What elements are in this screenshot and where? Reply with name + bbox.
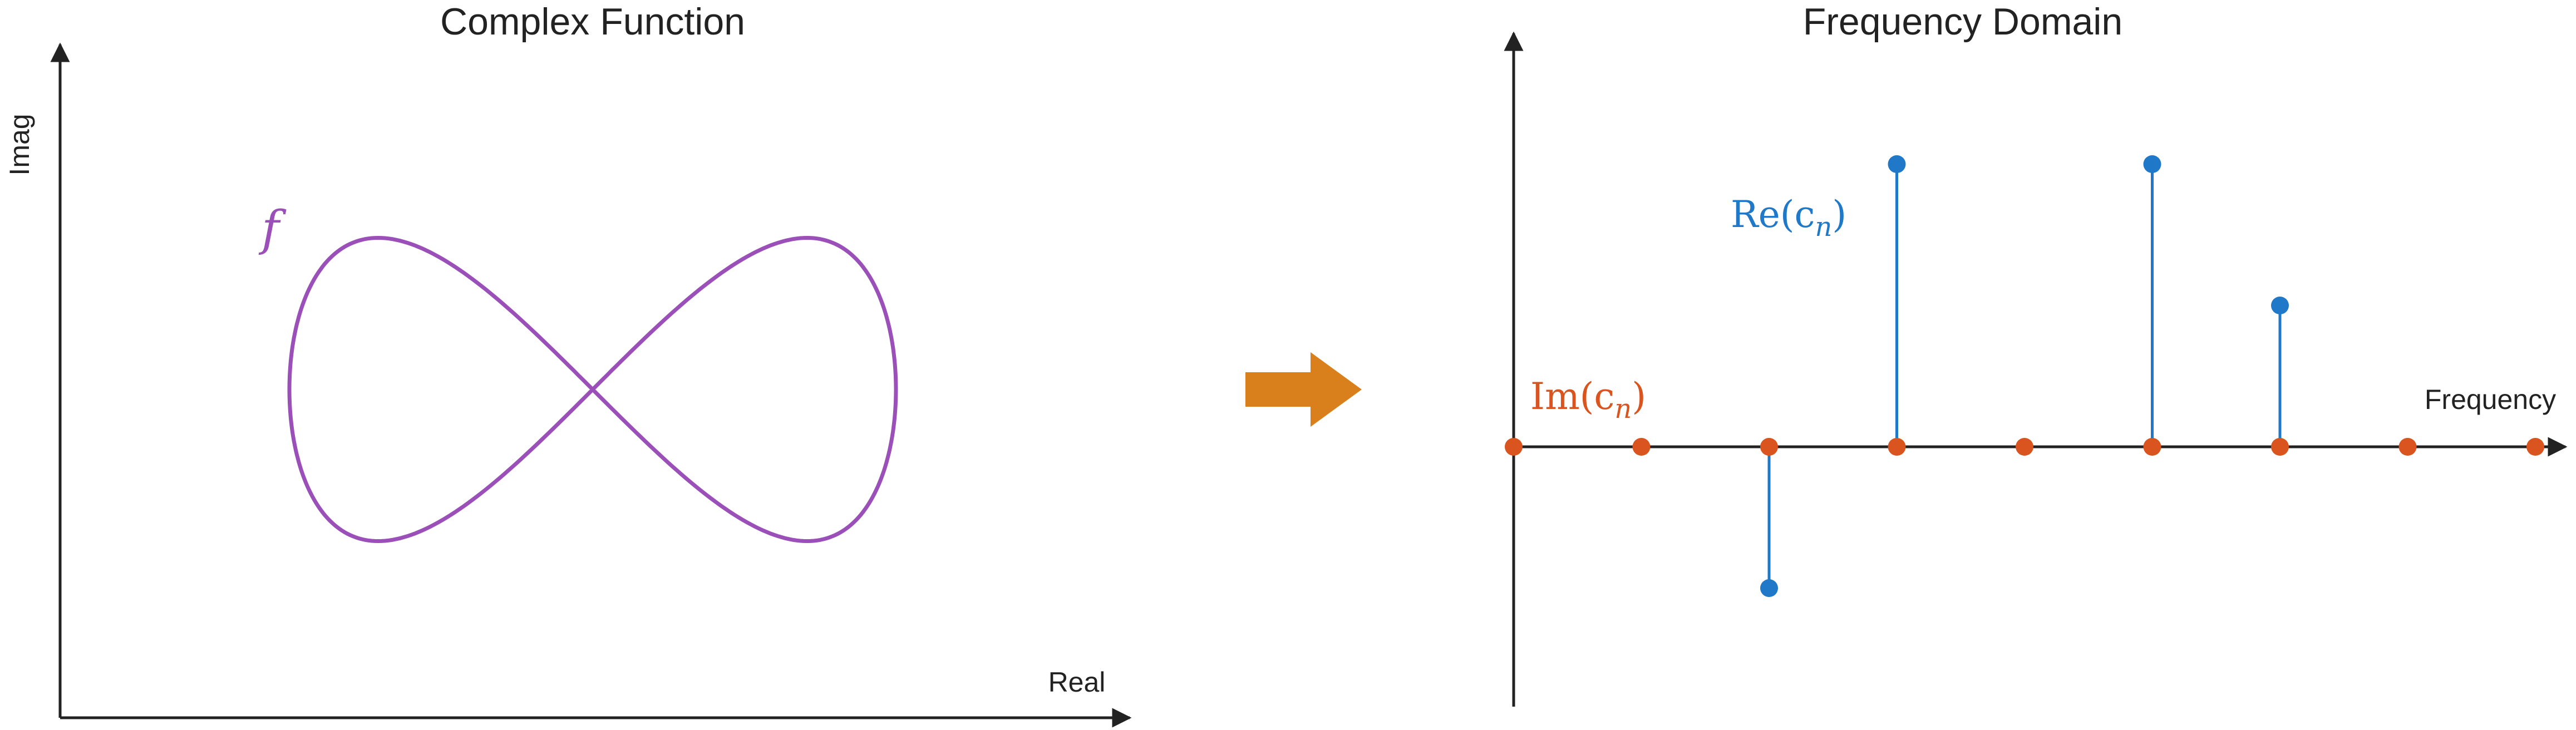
left-x-axis-label: Real [1048,667,1106,698]
im-label-close: ) [1632,375,1646,418]
right-panel-title: Frequency Domain [1803,1,2122,43]
re-point-3 [1888,155,1906,173]
re-point-5 [2143,155,2161,173]
im-point-8 [2526,438,2544,456]
right-arrow-icon [1245,352,1362,427]
im-point-7 [2398,438,2417,456]
im-label-subscript: n [1614,393,1632,425]
re-label-text: Re(c [1731,193,1815,236]
im-point-3 [1888,438,1906,456]
left-y-axis-label: Imag [4,114,35,175]
left-panel-title: Complex Function [440,1,745,43]
re-coefficient-label: Re(cn) [1731,193,1846,243]
re-point-2 [1760,579,1778,597]
im-point-1 [1632,438,1651,456]
re-label-subscript: n [1815,211,1832,243]
im-point-2 [1760,438,1778,456]
im-point-5 [2143,438,2161,456]
lemniscate-curve [287,236,898,543]
im-label-text: Im(c [1530,375,1614,418]
right-panel: Frequency Domain Frequency Re(cn) Im(cn) [1504,1,2568,707]
im-point-0 [1505,438,1523,456]
curve-label-f: f [258,201,287,257]
coefficient-stems [1505,155,2544,597]
re-label-close: ) [1832,193,1846,236]
im-coefficient-label: Im(cn) [1530,375,1646,425]
re-point-6 [2271,297,2289,314]
right-x-axis-label: Frequency [2425,384,2556,415]
im-point-4 [2016,438,2033,456]
left-panel: Complex Function Imag Real f [4,1,1132,728]
im-point-6 [2271,438,2289,456]
